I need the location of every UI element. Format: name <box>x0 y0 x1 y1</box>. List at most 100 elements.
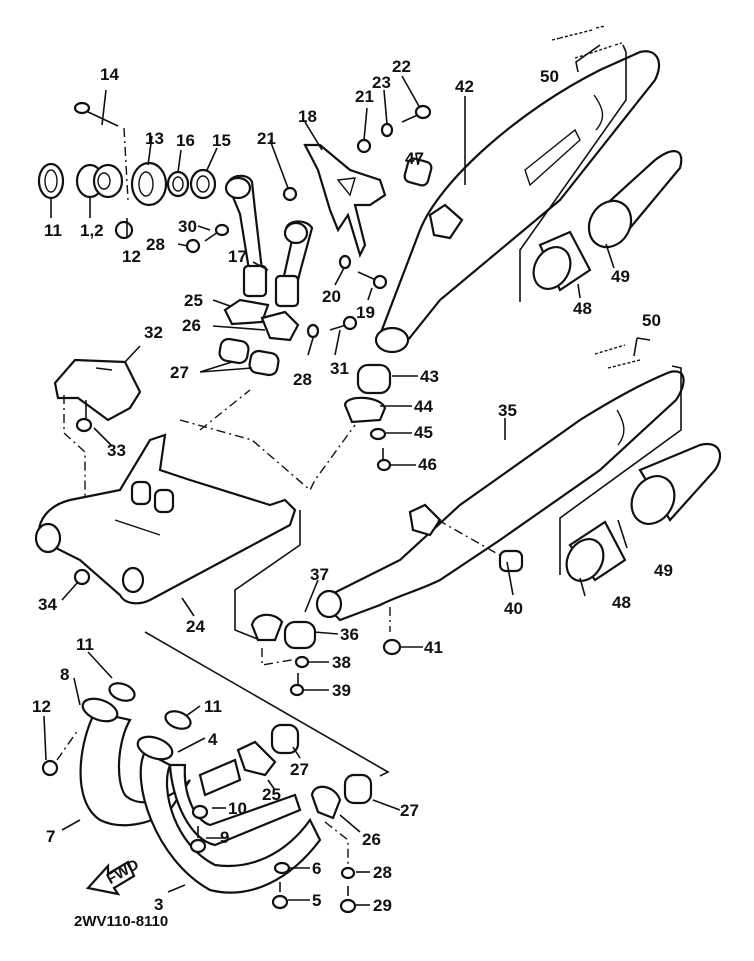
callout-21-right: 21 <box>355 87 374 106</box>
callout-1-2: 1,2 <box>80 221 104 240</box>
callout-45: 45 <box>414 423 433 442</box>
callout-4: 4 <box>208 730 218 749</box>
callout-13: 13 <box>145 129 164 148</box>
joint-1-2 <box>75 163 124 199</box>
washer-28-middle <box>306 323 320 339</box>
center-pipe-bracket-line <box>234 510 301 641</box>
callout-46: 46 <box>418 455 437 474</box>
callout-40: 40 <box>504 599 523 618</box>
gasket-43 <box>356 363 392 395</box>
callout-43: 43 <box>420 367 439 386</box>
gasket-11-upper <box>37 162 65 200</box>
bolt-33 <box>75 400 93 433</box>
callout-41: 41 <box>424 638 443 657</box>
center-pipe-24 <box>34 433 297 605</box>
damper-47 <box>403 157 433 187</box>
tail-cap-49-upper <box>587 150 683 249</box>
callout-50-lower: 50 <box>642 311 661 330</box>
gasket-36 <box>283 620 317 650</box>
protector-32 <box>53 358 142 422</box>
muffler-42-bracket-line <box>519 44 627 302</box>
bolt-22 <box>401 104 432 123</box>
nut-34 <box>73 568 91 586</box>
bolt-29-guide-line <box>324 821 349 868</box>
clamp-37 <box>250 613 284 642</box>
collar-21-right <box>356 138 372 154</box>
callout-50-upper: 50 <box>540 67 559 86</box>
exhaust-pipe-bracket-line <box>144 631 390 777</box>
spring-50-upper <box>551 25 623 59</box>
callout-17: 17 <box>228 247 247 266</box>
joint-27-upper-left <box>218 337 250 365</box>
callout-48-lower: 48 <box>612 593 631 612</box>
callout-7: 7 <box>46 827 55 846</box>
joint-27-upper-right <box>248 349 280 377</box>
callout-15: 15 <box>212 131 231 150</box>
exhaust-pipe-3 <box>136 735 322 894</box>
gasket-11-lower-right <box>164 710 192 730</box>
washer-38 <box>294 655 310 669</box>
callout-28-middle: 28 <box>293 370 312 389</box>
gasket-15 <box>189 168 217 200</box>
damper-40-guide-line <box>437 519 504 558</box>
protector-guide-line <box>63 395 86 570</box>
joint-pipe-17-right <box>274 220 314 308</box>
callout-28-upper: 28 <box>146 235 165 254</box>
damper-12-lower <box>41 759 59 777</box>
spring-50-lower <box>594 344 641 369</box>
clamp-26-upper <box>260 310 300 342</box>
muffler-42 <box>374 50 661 354</box>
damper-12-guide-line <box>56 729 79 761</box>
nut-10 <box>191 804 209 820</box>
callout-18: 18 <box>298 107 317 126</box>
joint-pipe-17-left <box>224 174 268 298</box>
callout-11-lower-right: 11 <box>204 697 222 716</box>
callout-37: 37 <box>310 565 329 584</box>
muffler-35-bracket-line <box>559 365 682 575</box>
bolt-5 <box>271 882 289 910</box>
callout-26-upper: 26 <box>182 316 201 335</box>
callout-12-upper: 12 <box>122 247 141 266</box>
washer-20 <box>338 254 352 270</box>
clamp-25-lower <box>236 740 277 777</box>
callout-38: 38 <box>332 653 351 672</box>
callout-26-lower: 26 <box>362 830 381 849</box>
center-pipe-guide-line <box>179 389 356 492</box>
callout-34: 34 <box>38 595 57 614</box>
callout-32: 32 <box>144 323 163 342</box>
clamp-13 <box>130 161 168 207</box>
callout-19: 19 <box>356 303 375 322</box>
clamp-25-upper <box>223 298 270 326</box>
damper-40 <box>498 549 524 573</box>
stay-18 <box>303 143 387 258</box>
bolt-46 <box>376 448 392 472</box>
nut-45 <box>369 427 387 441</box>
diagram-code: 2WV110-8110 <box>74 913 168 930</box>
callout-35: 35 <box>498 401 517 420</box>
callout-27-lower-right: 27 <box>400 801 419 820</box>
bolt-19 <box>357 271 388 290</box>
bolt-38-guide-line <box>261 648 304 666</box>
callout-25-lower: 25 <box>262 785 281 804</box>
gasket-16 <box>166 170 190 198</box>
callout-39: 39 <box>332 681 351 700</box>
clamp-26-lower <box>310 785 342 820</box>
bolt-9 <box>189 826 207 854</box>
callout-30: 30 <box>178 217 197 236</box>
joint-27-lower-left <box>270 723 300 755</box>
callout-25-upper: 25 <box>184 291 203 310</box>
bolt-29 <box>339 886 357 914</box>
callout-49-upper: 49 <box>611 267 630 286</box>
damper-12-upper <box>114 220 134 240</box>
callout-47: 47 <box>405 149 424 168</box>
callout-3: 3 <box>154 895 163 914</box>
callout-6: 6 <box>312 859 321 878</box>
callout-27-upper: 27 <box>170 363 189 382</box>
tail-pipe-48-lower <box>565 520 627 582</box>
collar-21-left <box>282 186 298 202</box>
bolt-14-guide-line <box>123 127 129 201</box>
nut-41 <box>382 638 402 656</box>
muffler-35 <box>315 370 685 622</box>
callout-21-left: 21 <box>257 129 276 148</box>
